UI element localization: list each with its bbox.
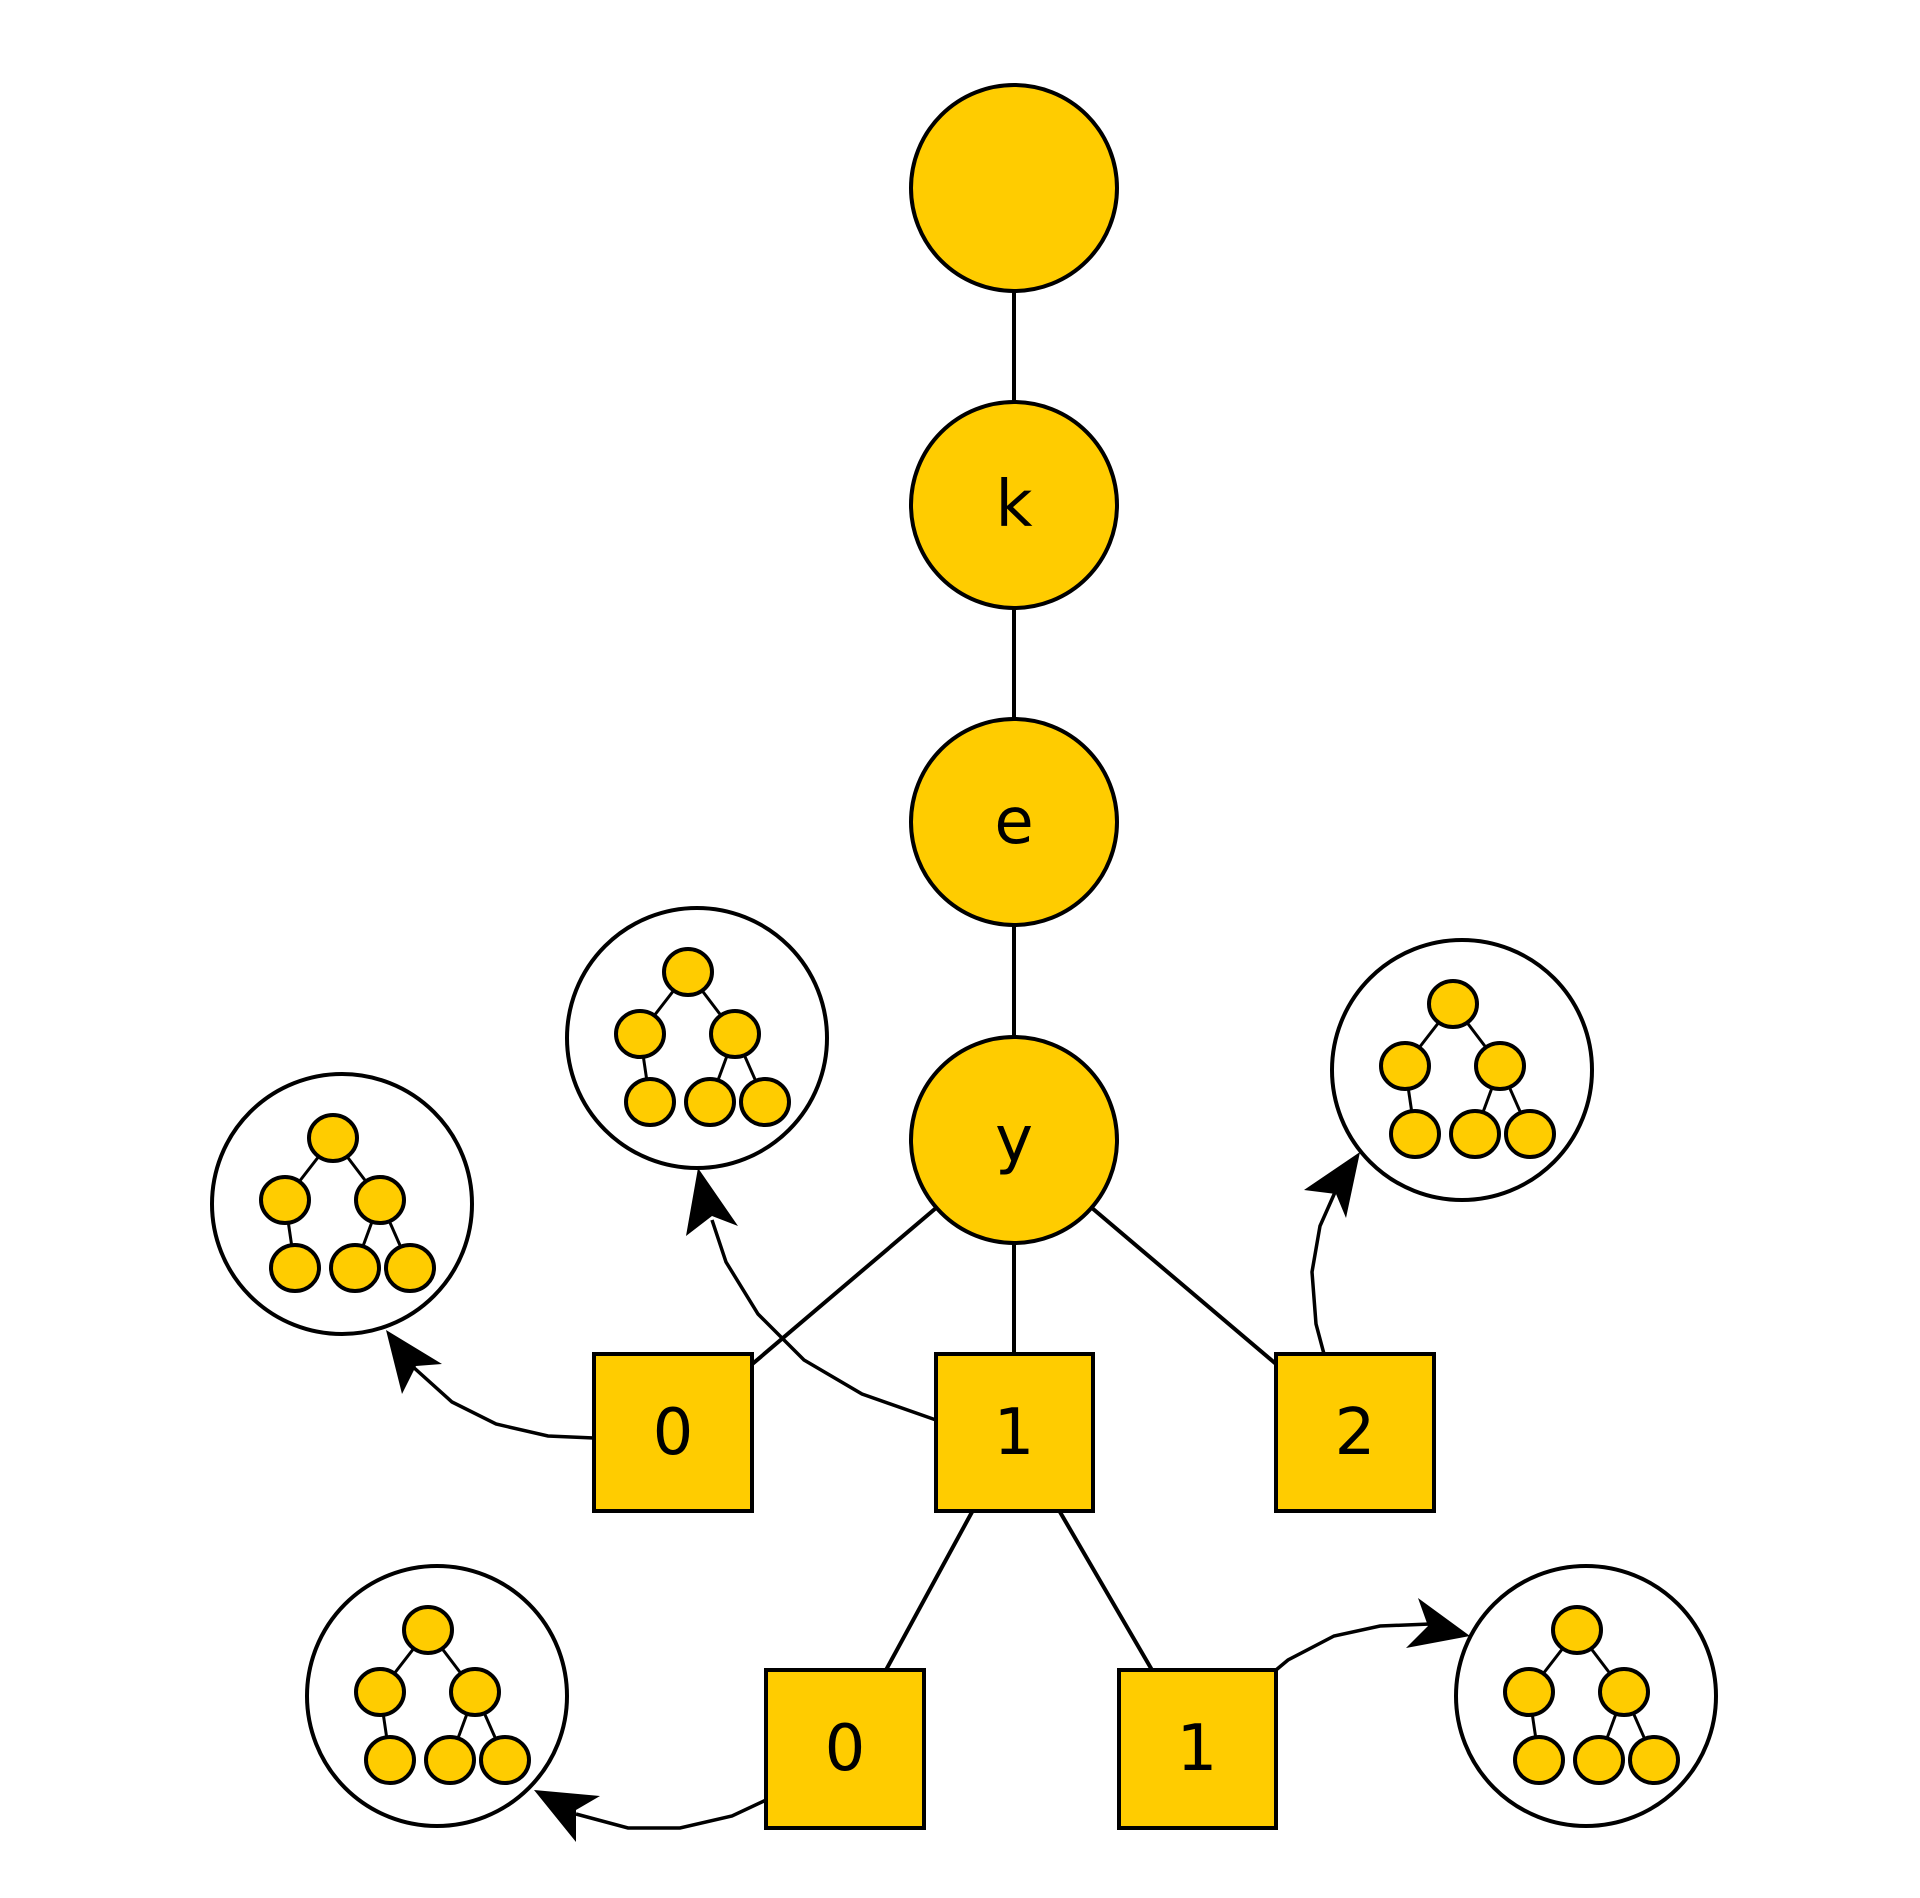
index-box-1-0	[764, 1668, 926, 1830]
subtree-icon	[305, 1564, 569, 1828]
pointer-arrow	[686, 1168, 937, 1422]
pointer-arrow	[534, 1790, 767, 1842]
index-box-1-1	[1117, 1668, 1278, 1830]
subtree-icon	[210, 1072, 474, 1336]
subtree-icon	[1454, 1564, 1718, 1828]
pointer-arrow	[1304, 1152, 1360, 1355]
subtree-ring	[1330, 938, 1594, 1202]
tree-edges	[748, 290, 1278, 1672]
subtree-ring	[305, 1564, 569, 1828]
pointer-arrow	[386, 1330, 595, 1440]
trie-node-k	[909, 400, 1119, 610]
edge-y-2	[1090, 1206, 1278, 1366]
index-box-1-1-label: 1	[1177, 1712, 1218, 1786]
edge-1-0	[884, 1511, 974, 1671]
trie-node-e-label: e	[994, 785, 1033, 859]
subtree-ring	[210, 1072, 474, 1336]
subtree-icon	[565, 906, 829, 1170]
trie-node-e	[909, 717, 1119, 927]
index-box-1	[934, 1352, 1095, 1513]
root-node	[909, 83, 1119, 293]
index-box-0	[592, 1352, 754, 1513]
edge-1-1	[1058, 1510, 1154, 1672]
trie-node-k-label: k	[995, 468, 1032, 542]
index-boxes-level-2: 0 1	[764, 1668, 1278, 1830]
index-box-1-label: 1	[994, 1396, 1035, 1470]
trie-node-y-label: y	[995, 1103, 1033, 1177]
subtree-ring	[1454, 1564, 1718, 1828]
pointer-arrows	[386, 1152, 1470, 1842]
index-box-2	[1274, 1352, 1436, 1513]
subtree-ring	[565, 906, 829, 1170]
edge-y-0	[748, 1206, 938, 1368]
index-box-0-label: 0	[653, 1396, 694, 1470]
trie-nodes: k e y	[909, 83, 1119, 1245]
index-box-2-label: 2	[1335, 1396, 1376, 1470]
index-boxes-level-1: 0 1 2	[592, 1352, 1436, 1513]
subtree-icons	[210, 906, 1718, 1828]
index-box-1-0-label: 0	[825, 1712, 866, 1786]
pointer-arrow	[1274, 1598, 1470, 1672]
trie-node-y	[909, 1035, 1119, 1245]
subtree-icon	[1330, 938, 1594, 1202]
